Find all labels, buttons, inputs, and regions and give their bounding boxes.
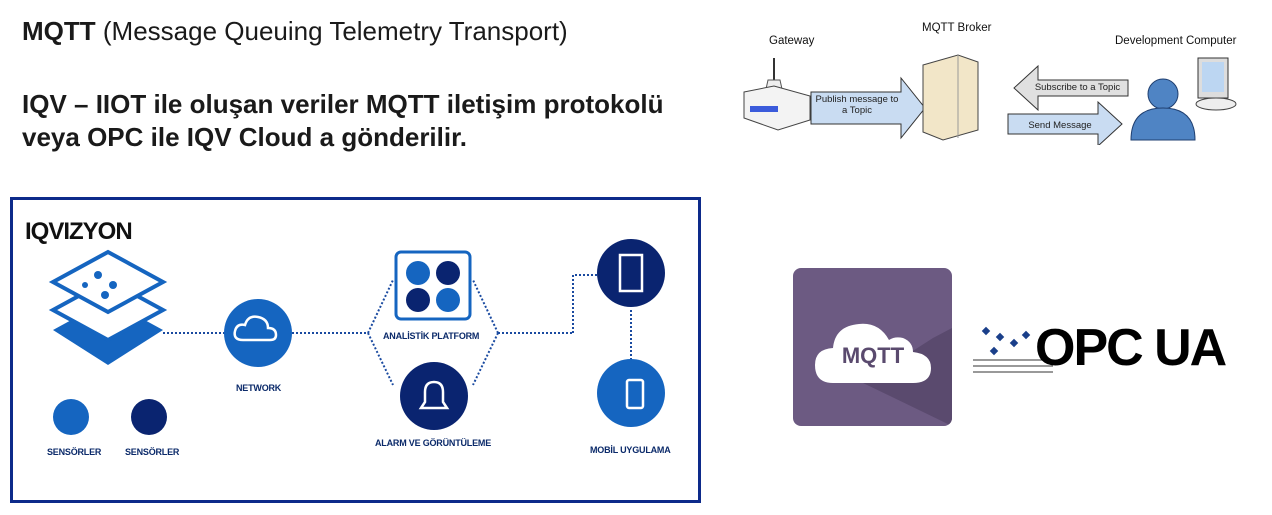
- monitor-icon: [1195, 57, 1237, 111]
- cloud-icon: [815, 323, 952, 426]
- gateway-icon: [743, 58, 811, 131]
- sensor-icon-1: [53, 399, 89, 435]
- heading-rest: (Message Queuing Telemetry Transport): [95, 16, 568, 46]
- broker-label: MQTT Broker: [922, 22, 992, 34]
- heading: MQTT (Message Queuing Telemetry Transpor…: [22, 16, 568, 47]
- analytics-label: ANALİSTİK PLATFORM: [383, 331, 480, 341]
- iqvizyon-diagram: IQVIZYON SENSÖRLER SENSÖRLER NETWORK ANA…: [10, 197, 701, 503]
- opc-pattern-icon: [973, 326, 1053, 373]
- send-label: Send Message: [1028, 120, 1092, 131]
- mobile-app-icon: [597, 359, 665, 427]
- sensor-icon-2: [131, 399, 167, 435]
- user-icon: [1130, 78, 1196, 141]
- analytics-panel: [394, 250, 472, 321]
- alarm-label: ALARM VE GÖRÜNTÜLEME: [375, 438, 491, 448]
- subscribe-label: Subscribe to a Topic: [1034, 82, 1121, 93]
- network-label: NETWORK: [236, 383, 282, 393]
- computer-label: Development Computer: [1115, 35, 1237, 47]
- sensors-label-2: SENSÖRLER: [125, 447, 180, 457]
- gateway-label: Gateway: [769, 35, 815, 47]
- sensors-label-1: SENSÖRLER: [47, 447, 102, 457]
- publish-arrow: [810, 76, 926, 140]
- subtitle: IQV – IIOT ile oluşan veriler MQTT ileti…: [22, 89, 664, 152]
- send-arrow: [1007, 100, 1123, 145]
- bar-chart-icon: [406, 288, 430, 312]
- opc-ua-text: OPC UA: [1035, 319, 1227, 377]
- server-icon: [922, 54, 979, 141]
- connection-lines: [163, 274, 632, 386]
- mobile-label: MOBİL UYGULAMA: [590, 445, 671, 455]
- mqtt-diagram-graphics: [743, 54, 1237, 145]
- report-icon: [406, 261, 430, 285]
- heading-bold: MQTT: [22, 16, 96, 46]
- building-icon: [597, 239, 665, 307]
- sensor-layers-icon: [48, 249, 168, 365]
- iqvizyon-graphics: [48, 239, 665, 435]
- mqtt-logo: MQTT: [793, 268, 952, 426]
- mqtt-logo-text: MQTT: [841, 343, 905, 368]
- opc-ua-logo: OPC UA: [973, 319, 1271, 380]
- network-cloud-icon: [224, 299, 292, 367]
- subscribe-arrow: [1013, 64, 1129, 112]
- publish-label: Publish message to a Topic: [815, 94, 899, 116]
- iqvizyon-logo: IQVIZYON: [25, 218, 133, 245]
- pie-chart-icon: [436, 261, 460, 285]
- alarm-bell-icon: [400, 362, 468, 430]
- line-chart-icon: [436, 288, 460, 312]
